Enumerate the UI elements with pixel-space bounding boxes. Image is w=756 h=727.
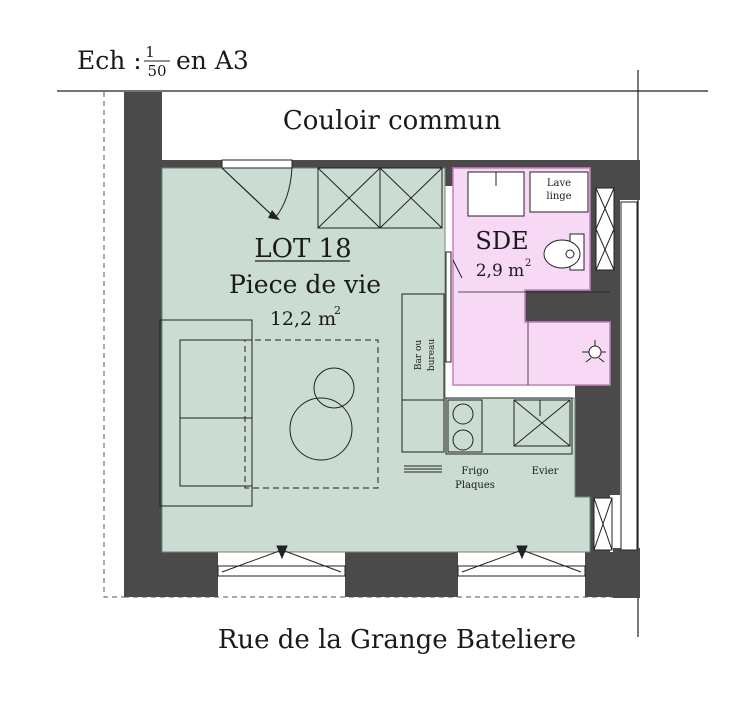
street-windows xyxy=(217,545,586,577)
walls xyxy=(124,92,640,598)
sofa-icon xyxy=(159,319,253,507)
sink-icon xyxy=(513,399,571,447)
bar-desk xyxy=(401,293,445,453)
entry-door xyxy=(221,159,293,220)
washing-machine-icon xyxy=(529,171,589,213)
round-table-icon xyxy=(289,397,353,461)
bathroom-area: 2,9 m xyxy=(476,261,525,281)
bathroom-area-sup: 2 xyxy=(525,258,531,269)
storage-cabinets xyxy=(317,167,443,229)
evier-label: Evier xyxy=(532,466,559,477)
bathroom-title: SDE xyxy=(475,227,528,255)
room-area-sup: 2 xyxy=(334,304,341,317)
room-area: 12,2 m xyxy=(270,308,336,330)
toilet-icon xyxy=(543,239,581,269)
room-name: Piece de vie xyxy=(229,270,381,299)
frigo-label: Frigo xyxy=(461,466,488,477)
kitchenette xyxy=(404,397,573,473)
bathroom-floor xyxy=(452,167,611,386)
washer-label-1: Lave xyxy=(547,178,571,189)
scale-prefix: Ech : xyxy=(77,46,142,75)
lot-title: LOT 18 xyxy=(254,234,351,264)
bar-label-2: bureau xyxy=(427,339,437,372)
stool-icon xyxy=(313,367,355,409)
wall-cabinets-right xyxy=(593,187,615,551)
plaques-label: Plaques xyxy=(455,480,495,491)
property-outline xyxy=(103,92,124,598)
corridor-label: Couloir commun xyxy=(283,106,502,136)
washer-label-2: linge xyxy=(546,191,571,202)
right-window xyxy=(620,201,638,551)
scale-numerator: 1 xyxy=(145,43,155,61)
scale-denominator: 50 xyxy=(147,62,166,80)
cooktop-icon xyxy=(447,399,483,453)
shower-drain-icon xyxy=(588,345,602,359)
scale-suffix: en A3 xyxy=(176,46,249,75)
living-room-floor xyxy=(161,167,591,553)
scale-header: Ech : 1 50 en A3 xyxy=(77,43,249,80)
street-label: Rue de la Grange Bateliere xyxy=(218,625,576,655)
bar-label-1: Bar ou xyxy=(414,340,424,371)
bathroom-fixtures xyxy=(445,171,610,385)
